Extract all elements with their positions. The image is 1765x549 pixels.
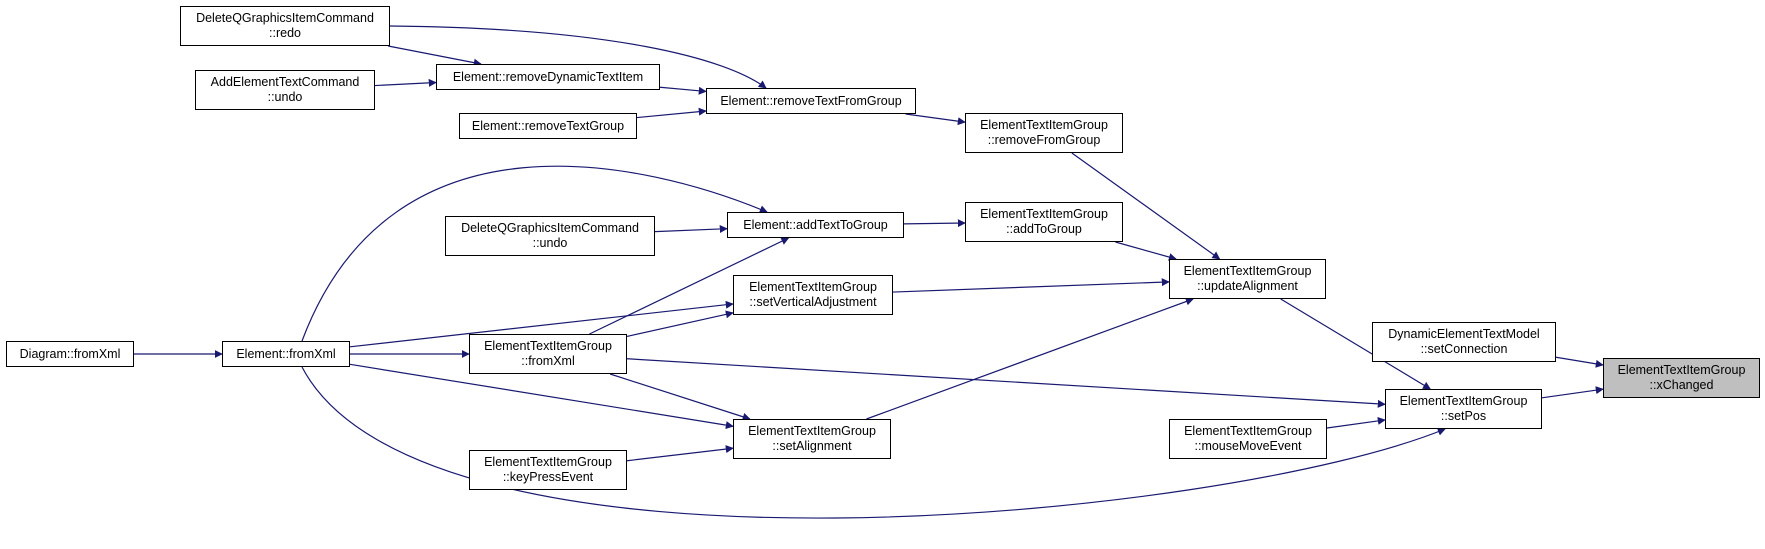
node-line1: DeleteQGraphicsItemCommand: [196, 11, 374, 25]
node-line2: ::undo: [532, 236, 568, 250]
node-line1: ElementTextItemGroup: [1617, 363, 1746, 377]
node-line1: ElementTextItemGroup: [484, 339, 612, 353]
node-line1: Element::removeTextFromGroup: [720, 93, 902, 108]
node-delete-qgraphics-item-command-redo[interactable]: DeleteQGraphicsItemCommand ::redo: [180, 6, 390, 46]
edge-delete-undo-to-add-text-to-group: [654, 224, 728, 233]
edge-etig-add-to-group-to-etig-update-alignment: [1115, 241, 1177, 261]
edge-remove-text-group-to-remove-text-from-group: [636, 107, 707, 119]
node-etig-mouse-move-event[interactable]: ElementTextItemGroup ::mouseMoveEvent: [1169, 419, 1327, 459]
edge-element-from-xml-to-add-text-to-group: [301, 165, 768, 342]
edge-remove-dynamic-text-item-to-remove-text-from-group: [659, 86, 707, 95]
node-delete-qgraphics-item-command-undo[interactable]: DeleteQGraphicsItemCommand ::undo: [445, 216, 655, 256]
node-line2: ::undo: [267, 90, 303, 104]
edge-add-text-undo-to-remove-dynamic-text-item: [374, 78, 437, 87]
edge-etig-set-alignment-to-etig-update-alignment: [866, 297, 1194, 420]
node-etig-remove-from-group[interactable]: ElementTextItemGroup ::removeFromGroup: [965, 113, 1123, 153]
node-element-add-text-to-group[interactable]: Element::addTextToGroup: [727, 212, 904, 238]
node-line2: ::fromXml: [521, 354, 575, 368]
node-element-from-xml[interactable]: Element::fromXml: [222, 341, 350, 367]
edge-etig-set-vertical-adjustment-to-etig-update-alignment: [892, 278, 1170, 293]
node-line1: Diagram::fromXml: [19, 346, 121, 361]
node-line2: ::updateAlignment: [1197, 279, 1298, 293]
node-element-remove-dynamic-text-item[interactable]: Element::removeDynamicTextItem: [436, 64, 660, 90]
node-dynamic-element-text-model-set-connection[interactable]: DynamicElementTextModel ::setConnection: [1372, 322, 1556, 362]
node-etig-x-changed[interactable]: ElementTextItemGroup ::xChanged: [1603, 358, 1760, 398]
edge-etig-from-xml-to-etig-set-vertical-adjustment: [626, 310, 734, 337]
node-line2: ::setPos: [1440, 409, 1487, 423]
node-line1: ElementTextItemGroup: [980, 118, 1108, 132]
node-etig-set-vertical-adjustment[interactable]: ElementTextItemGroup ::setVerticalAdjust…: [733, 275, 893, 315]
node-line1: ElementTextItemGroup: [1399, 394, 1528, 408]
node-line1: ElementTextItemGroup: [1184, 424, 1312, 438]
node-line1: ElementTextItemGroup: [980, 207, 1108, 221]
edge-etig-set-pos-to-etig-x-changed: [1541, 386, 1604, 399]
node-line1: Element::fromXml: [236, 346, 336, 361]
node-etig-key-press-event[interactable]: ElementTextItemGroup ::keyPressEvent: [469, 450, 627, 490]
node-line1: Element::removeTextGroup: [471, 118, 625, 133]
edge-element-from-xml-to-etig-set-vertical-adjustment: [349, 300, 734, 348]
node-line1: ElementTextItemGroup: [1183, 264, 1312, 278]
node-line1: ElementTextItemGroup: [748, 424, 876, 438]
edge-etig-remove-from-group-to-etig-update-alignment: [1071, 152, 1221, 260]
node-line1: DeleteQGraphicsItemCommand: [461, 221, 639, 235]
edge-etig-update-alignment-to-etig-set-pos: [1280, 298, 1431, 390]
edge-delete-redo-to-remove-dynamic-text-item: [388, 45, 482, 67]
node-line1: ElementTextItemGroup: [749, 280, 877, 294]
node-line2: ::setAlignment: [772, 439, 852, 453]
node-etig-set-alignment[interactable]: ElementTextItemGroup ::setAlignment: [733, 419, 891, 459]
node-line2: ::redo: [269, 26, 301, 40]
edge-etig-from-xml-to-add-text-to-group: [589, 237, 790, 335]
node-line2: ::keyPressEvent: [502, 470, 594, 484]
node-etig-update-alignment[interactable]: ElementTextItemGroup ::updateAlignment: [1169, 259, 1326, 299]
node-etig-set-pos[interactable]: ElementTextItemGroup ::setPos: [1385, 389, 1542, 429]
node-diagram-from-xml[interactable]: Diagram::fromXml: [6, 341, 134, 367]
node-add-element-text-command-undo[interactable]: AddElementTextCommand ::undo: [195, 70, 375, 110]
edge-etig-key-press-event-to-etig-set-alignment: [626, 445, 734, 462]
node-element-remove-text-group[interactable]: Element::removeTextGroup: [459, 113, 637, 139]
node-etig-add-to-group[interactable]: ElementTextItemGroup ::addToGroup: [965, 202, 1123, 242]
edge-detm-set-connection-to-etig-x-changed: [1555, 356, 1604, 368]
node-line1: ElementTextItemGroup: [484, 455, 612, 469]
node-line1: DynamicElementTextModel: [1388, 327, 1540, 341]
node-line2: ::setVerticalAdjustment: [749, 295, 877, 309]
node-line2: ::xChanged: [1649, 378, 1714, 392]
node-line2: ::setConnection: [1420, 342, 1508, 356]
node-etig-from-xml[interactable]: ElementTextItemGroup ::fromXml: [469, 334, 627, 374]
node-line2: ::addToGroup: [1006, 222, 1082, 236]
edge-remove-text-from-group-to-etig-remove-from-group: [905, 113, 966, 126]
edge-element-from-xml-to-etig-set-pos: [301, 366, 1446, 519]
edge-element-from-xml-to-etig-set-alignment: [349, 363, 734, 430]
node-line1: Element::addTextToGroup: [743, 217, 888, 232]
edge-add-text-to-group-to-etig-add-to-group: [903, 219, 966, 228]
edge-etig-from-xml-to-etig-set-pos: [626, 358, 1386, 408]
node-line1: Element::removeDynamicTextItem: [452, 69, 644, 84]
edge-etig-from-xml-to-etig-set-alignment: [609, 373, 751, 421]
edge-etig-mouse-move-event-to-etig-set-pos: [1326, 416, 1386, 429]
node-line2: ::removeFromGroup: [987, 133, 1101, 147]
node-line1: AddElementTextCommand: [210, 75, 360, 89]
node-element-remove-text-from-group[interactable]: Element::removeTextFromGroup: [706, 88, 916, 114]
edge-delete-redo-to-remove-text-from-group: [389, 25, 767, 89]
node-line2: ::mouseMoveEvent: [1194, 439, 1302, 453]
